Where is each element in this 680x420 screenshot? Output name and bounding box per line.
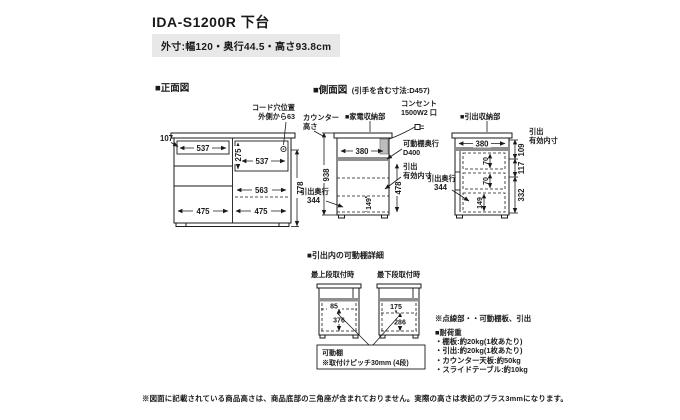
counter-height-label-1: カウンター — [303, 113, 339, 122]
dim-right-149: 149 — [477, 197, 484, 209]
cord-hole-label-2: 外側から63 — [257, 112, 295, 121]
dim-938: 938 — [322, 168, 331, 182]
dim-107: 107 — [160, 134, 173, 143]
movable-shelf-note-1: 可動棚 — [322, 348, 343, 357]
left-drawer-depth-label: 引出奥行 — [300, 187, 330, 196]
drawer-inner-label-2: 有効内寸 — [529, 136, 558, 145]
side-view-note: (引手を含む寸法:D457) — [351, 86, 430, 95]
dim-332: 332 — [517, 188, 526, 202]
dim-175: 175 — [390, 304, 402, 311]
load-item-counter: ・カウンター天板:約50kg — [435, 355, 521, 365]
load-capacity-list: ・棚板:約20kg(1枚あたり) ・引出:約20kg(1枚あたり) ・カウンター… — [435, 337, 528, 375]
cord-hole-label-1: コード穴位置 — [252, 103, 295, 112]
dim-right-380: 380 — [475, 140, 489, 149]
left-inner-label-2: 有効内寸 — [403, 171, 432, 180]
dim-275: 275 — [234, 148, 243, 162]
dim-70-mid: 70 — [483, 177, 490, 185]
outlet-label-2: 1500W2 口 — [401, 108, 437, 117]
plug-icon — [388, 124, 424, 140]
footer-note: ※図面に記載されている商品高さは、商品底部の三角座が含まれておりません。実際の高… — [142, 394, 568, 403]
dim-475-left: 475 — [196, 207, 210, 216]
dim-right-344: 344 — [434, 183, 448, 192]
dim-537-top-left: 537 — [196, 144, 209, 153]
cabinet-outline — [170, 132, 296, 227]
side-view-title: ■側面図 — [313, 85, 348, 96]
dim-778: 778 — [296, 181, 305, 195]
dim-475-right: 475 — [254, 207, 268, 216]
side-view-header: ■側面図 (引手を含む寸法:D457) — [313, 80, 430, 98]
dim-286: 286 — [394, 320, 406, 327]
shelf-detail-diagram: ■引出内の可動棚詳細 最上段取付時 最下段取付時 85 376 175 286 — [307, 250, 426, 370]
outlet-label-1: コンセント — [401, 99, 437, 108]
shelf-depth-label: 可動棚奥行 — [403, 139, 440, 148]
dim-537-right: 537 — [255, 157, 268, 166]
dim-478: 478 — [394, 181, 403, 195]
movable-shelf-note-2: ※取付けピッチ30mm (4段) — [322, 358, 409, 367]
drawer-inner-label-1: 引出 — [529, 127, 543, 136]
dim-117: 117 — [517, 162, 526, 175]
dim-left-344: 344 — [307, 196, 321, 205]
top-position-label: 最上段取付時 — [311, 270, 355, 279]
dim-70-top: 70 — [483, 157, 490, 165]
outer-size-note: 外寸:幅120・奥行44.5・高さ93.8cm — [152, 34, 341, 57]
bottom-position-cabinet — [376, 283, 422, 339]
left-inner-label-1: 引出 — [403, 162, 417, 171]
right-drawer-depth-label: 引出奥行 — [427, 174, 457, 183]
appliance-section-label: ■家電収納部 — [345, 112, 385, 121]
counter-height-label-2: 高さ — [303, 122, 317, 131]
shelf-depth-value: D400 — [403, 148, 420, 157]
load-item-slide-table: ・スライドテーブル:約10kg — [435, 365, 528, 375]
cord-hole-icon — [280, 121, 287, 153]
dim-109: 109 — [517, 143, 526, 157]
side-view-diagram: カウンター 高さ ■家電収納部 コンセント 1500W2 口 ■引出収納部 引出… — [300, 99, 558, 219]
front-view-diagram: コード穴位置 外側から63 107 537 275 537 563 475 47… — [160, 103, 305, 227]
load-item-drawer: ・引出:約20kg(1枚あたり) — [435, 346, 523, 356]
dim-left-380: 380 — [355, 147, 369, 156]
dotted-line-note: ※点線部・・可動棚板、引出 — [435, 314, 532, 323]
dim-left-149: 149 — [366, 198, 373, 210]
drawer-section-label: ■引出収納部 — [460, 112, 500, 121]
load-capacity-title: ■耐荷重 — [435, 328, 462, 337]
dim-563: 563 — [255, 186, 269, 195]
front-view-title: ■正面図 — [155, 83, 190, 94]
dim-85: 85 — [330, 304, 338, 311]
detail-section-title: ■引出内の可動棚詳細 — [307, 250, 384, 260]
bottom-position-label: 最下段取付時 — [377, 270, 421, 279]
dim-376: 376 — [333, 318, 345, 325]
page-title: IDA-S1200R 下台 — [152, 14, 270, 30]
load-item-shelf: ・棚板:約20kg(1枚あたり) — [435, 337, 523, 346]
